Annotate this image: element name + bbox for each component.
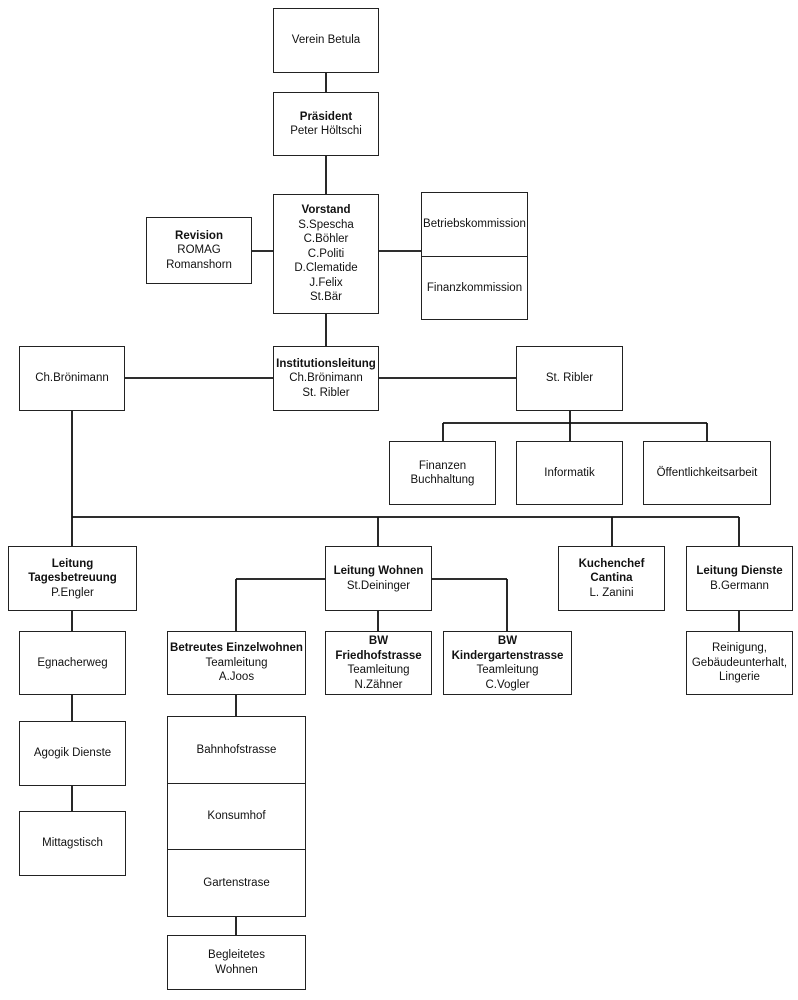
node-line: Informatik xyxy=(544,466,595,479)
node-line: N.Zähner xyxy=(354,678,403,691)
node-line: S.Spescha xyxy=(298,218,354,231)
node-broenimann: Ch.Brönimann xyxy=(19,346,125,411)
node-title: Betreutes Einzelwohnen xyxy=(170,642,303,655)
cell-label: Konsumhof xyxy=(207,810,266,823)
cell-label: Finanzkommission xyxy=(426,281,523,294)
node-line: Agogik Dienste xyxy=(33,747,112,760)
node-line: Mittagstisch xyxy=(42,837,103,850)
node-title: Kuchenchef Cantina xyxy=(578,557,645,585)
node-title: Revision xyxy=(175,229,223,242)
node-line: Teamleitung xyxy=(205,656,268,669)
node-line: C.Politi xyxy=(307,247,345,260)
stack-cell: Gartenstrase xyxy=(168,849,305,916)
node-line: Peter Höltschi xyxy=(290,125,362,137)
node-line: Teamleitung xyxy=(476,664,539,676)
node-line: Ch.Brönimann xyxy=(289,372,363,385)
node-line: Wohnen xyxy=(215,963,258,976)
node-mittagstisch: Mittagstisch xyxy=(19,811,126,876)
stack-cell: Konsumhof xyxy=(168,782,305,850)
node-egnacherweg: Egnacherweg xyxy=(19,631,126,695)
stack-cell: Finanzkommission xyxy=(422,255,527,320)
node-verein-betula: Verein Betula xyxy=(273,8,379,73)
node-line: B.Germann xyxy=(710,579,769,592)
node-informatik: Informatik xyxy=(516,441,623,505)
node-line: Gebäudeunterhalt, xyxy=(691,656,788,669)
node-line: J.Felix xyxy=(309,276,343,289)
node-line: Buchhaltung xyxy=(410,474,475,486)
node-line: Reinigung, xyxy=(712,642,767,655)
node-line: Begleitetes xyxy=(208,949,265,961)
node-title: Leitung Tagesbetreuung xyxy=(28,557,117,585)
node-line: Ch.Brönimann xyxy=(35,372,109,385)
cell-label: Gartenstrase xyxy=(203,876,270,889)
node-reinigung: Reinigung,Gebäudeunterhalt, Lingerie xyxy=(686,631,793,695)
node-line: Teamleitung xyxy=(347,664,410,676)
node-line: Öffentlichkeitsarbeit xyxy=(656,466,758,479)
node-line: Finanzen xyxy=(418,459,467,472)
node-line: Romanshorn xyxy=(166,258,232,271)
node-title: Leitung Dienste xyxy=(696,565,783,577)
node-title: Institutionsleitung xyxy=(276,357,376,370)
node-line: St. Ribler xyxy=(302,386,350,399)
node-title: BW Friedhofstrasse xyxy=(335,635,422,662)
cell-label: Bahnhofstrasse xyxy=(196,743,277,756)
node-title: Vorstand xyxy=(301,204,351,217)
node-line: St. Ribler xyxy=(545,372,594,385)
node-line: D.Clematide xyxy=(294,262,358,275)
node-agogik-dienste: Agogik Dienste xyxy=(19,721,126,786)
node-oeffentlichkeitsarbeit: Öffentlichkeitsarbeit xyxy=(643,441,771,505)
node-line: Lingerie xyxy=(719,671,760,684)
node-line: P.Engler xyxy=(51,586,94,599)
node-title: Leitung Wohnen xyxy=(333,565,424,577)
node-line: St.Deininger xyxy=(346,579,411,592)
node-line: Egnacherweg xyxy=(37,656,108,669)
node-line: C.Böhler xyxy=(303,233,349,246)
node-title: BW Kindergartenstrasse xyxy=(451,635,564,662)
node-line: L. Zanini xyxy=(589,586,634,599)
node-line: C.Vogler xyxy=(485,678,530,691)
stack-cell: Bahnhofstrasse xyxy=(168,717,305,783)
node-line: Verein Betula xyxy=(291,34,361,47)
node-line: ROMAG xyxy=(177,244,221,257)
node-line: St.Bär xyxy=(310,291,342,304)
node-line: A.Joos xyxy=(218,671,255,684)
node-ribler: St. Ribler xyxy=(516,346,623,411)
node-title: Präsident xyxy=(299,110,353,123)
stack-cell: Betriebskommission xyxy=(422,193,527,256)
cell-label: Betriebskommission xyxy=(423,218,526,230)
